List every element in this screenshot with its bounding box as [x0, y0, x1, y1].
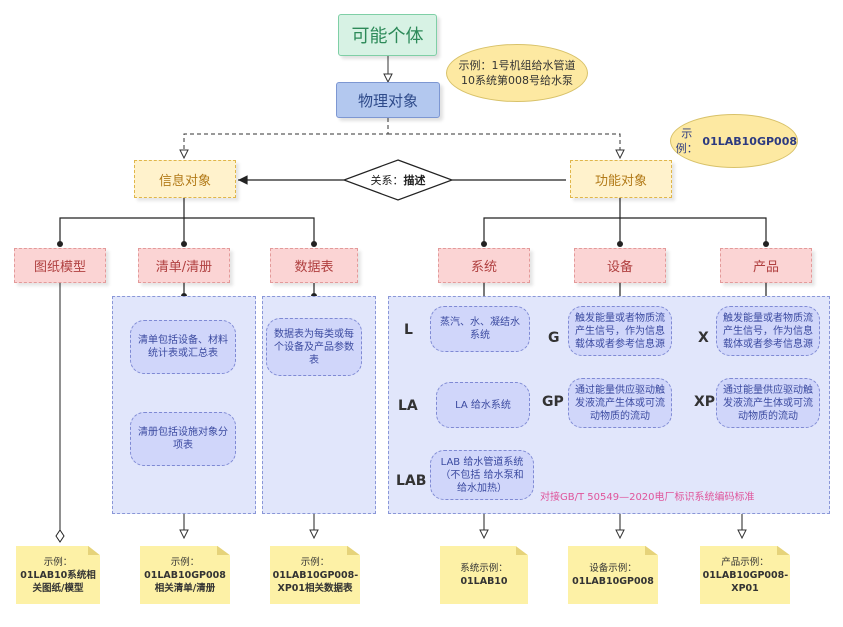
example-label: 示例：: [170, 556, 200, 568]
system-pill-l: 蒸汽、水、凝结水系统: [430, 306, 530, 352]
system-code-l: L: [404, 322, 413, 338]
list-register-box: 清单/清册: [138, 248, 230, 283]
example-note-equipment: 设备示例： 01LAB10GP008: [568, 546, 658, 604]
physical-object-box: 物理对象: [336, 82, 440, 118]
example-value: 01LAB10GP008: [572, 576, 654, 587]
product-pill-xp: 通过能量供应驱动触发液流产生体或可流动物质的流动: [716, 378, 820, 428]
physical-example-line2: 10系统第008号给水泵: [461, 74, 573, 87]
physical-example-line1: 示例：1号机组给水管道: [458, 59, 576, 72]
datasheet-pill: 数据表为每类或每个设备及产品参数表: [266, 318, 362, 376]
system-code-lab: LAB: [396, 473, 427, 489]
example-label: 示例：: [300, 556, 330, 568]
product-code-xp: XP: [694, 394, 716, 410]
equipment-pill-g: 触发能量或者物质流产生信号，作为信息载体或者参考信息源: [568, 306, 672, 356]
standard-note: 对接GB/T 50549—2020电厂标识系统编码标准: [540, 492, 755, 503]
example-value: 01LAB10GP008-XP01: [702, 569, 789, 594]
example-note-system: 系统示例： 01LAB10: [440, 546, 528, 604]
datasheet-box: 数据表: [270, 248, 358, 283]
information-object-box: 信息对象: [134, 160, 236, 198]
system-pill-la: LA 给水系统: [436, 382, 530, 428]
equipment-code-g: G: [548, 330, 560, 346]
functional-example-callout: 示例： 01LAB10GP008: [670, 114, 798, 168]
possible-individual-box: 可能个体: [338, 14, 437, 56]
example-note-list: 示例：01LAB10GP008相关清单/清册: [140, 546, 230, 604]
system-pill-lab: LAB 给水管道系统（不包括 给水泵和给水加热）: [430, 450, 534, 500]
product-box: 产品: [720, 248, 812, 283]
functional-example-code: 01LAB10GP008: [702, 134, 797, 148]
functional-example-prefix: 示例：: [675, 127, 698, 155]
list-pill: 清单包括设备、材料统计表或汇总表: [130, 320, 236, 374]
example-note-product: 产品示例：01LAB10GP008-XP01: [700, 546, 790, 604]
example-note-drawing: 示例：01LAB10系统相关图纸/模型: [16, 546, 100, 604]
example-value: 01LAB10系统相关图纸/模型: [20, 569, 96, 594]
example-note-datasheet: 示例：01LAB10GP008-XP01相关数据表: [270, 546, 360, 604]
product-code-x: X: [698, 330, 709, 346]
example-label: 系统示例：: [460, 563, 508, 574]
example-value: 01LAB10GP008相关清单/清册: [144, 569, 226, 594]
relation-value: 描述: [403, 174, 426, 187]
example-value: 01LAB10: [460, 576, 508, 587]
example-label: 示例：: [43, 556, 73, 568]
example-label: 产品示例：: [721, 556, 769, 568]
system-code-la: LA: [398, 398, 418, 414]
register-pill: 清册包括设施对象分项表: [130, 412, 236, 466]
relation-label: 关系： 描述: [352, 170, 444, 190]
equipment-pill-gp: 通过能量供应驱动触发液流产生体或可流动物质的流动: [568, 378, 672, 428]
system-box: 系统: [438, 248, 530, 283]
example-label: 设备示例：: [589, 563, 637, 574]
relation-prefix: 关系：: [370, 174, 404, 187]
functional-object-box: 功能对象: [570, 160, 672, 198]
equipment-box: 设备: [574, 248, 666, 283]
equipment-code-gp: GP: [542, 394, 564, 410]
product-pill-x: 触发能量或者物质流产生信号，作为信息载体或者参考信息源: [716, 306, 820, 356]
drawing-model-box: 图纸模型: [14, 248, 106, 283]
physical-example-callout: 示例：1号机组给水管道 10系统第008号给水泵: [446, 44, 588, 102]
example-value: 01LAB10GP008-XP01相关数据表: [272, 569, 359, 594]
